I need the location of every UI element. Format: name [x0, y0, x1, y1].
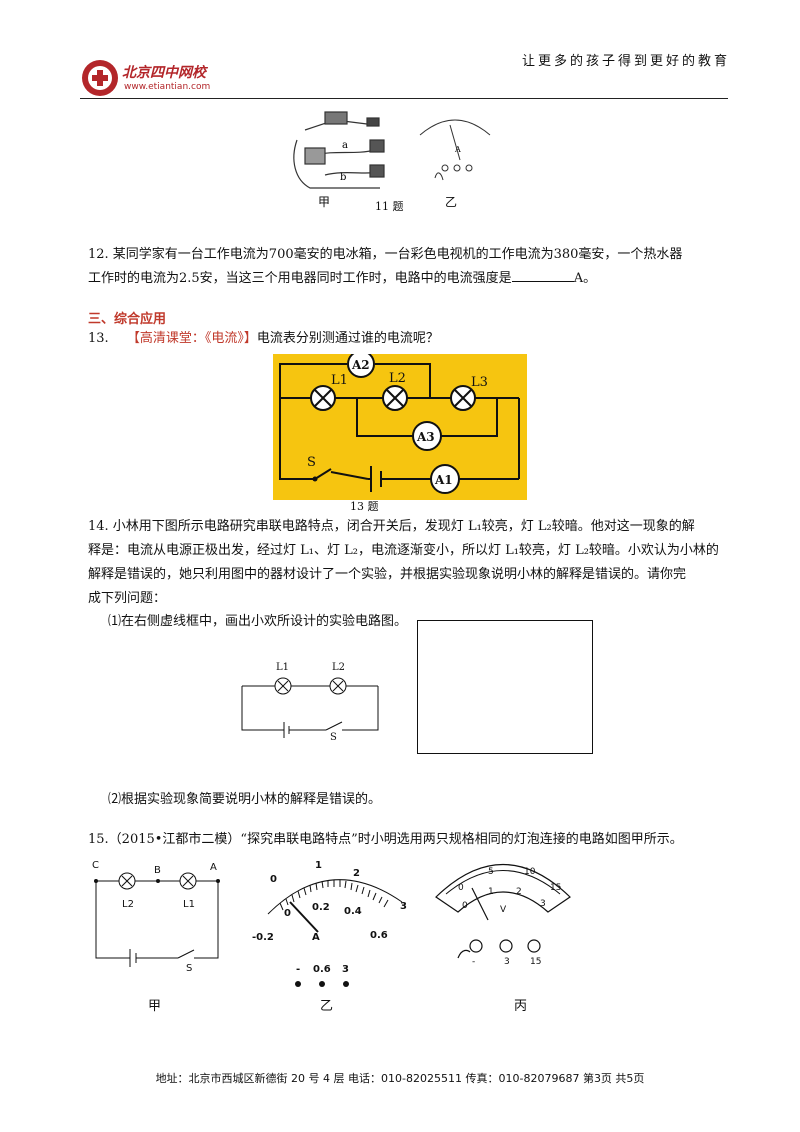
bing-term-neg: -	[472, 957, 475, 967]
fig11-label-yi: 乙	[445, 195, 458, 209]
ammeter-letter: A	[454, 145, 461, 154]
bing-outer-15: 15	[550, 883, 561, 893]
wire-label-a: a	[342, 140, 348, 151]
q12-answer-blank[interactable]	[511, 267, 574, 282]
yi-term-0.6: 0.6	[313, 964, 331, 975]
fig11-label-jia: 甲	[318, 195, 331, 209]
bing-outer-5: 5	[488, 867, 494, 877]
yi-outer-0: 0	[270, 874, 277, 885]
header-slogan: 让更多的孩子得到更好的教育	[521, 54, 730, 69]
bing-term-15: 15	[530, 957, 541, 967]
q14-label-L2: L2	[332, 662, 345, 673]
q15-label-L1: L1	[183, 899, 195, 910]
bing-unit: V	[500, 905, 507, 915]
figure-11-drawing: a b A	[293, 111, 491, 189]
wire-label-b: b	[340, 172, 346, 183]
logo-name: 北京四中网校	[122, 65, 206, 81]
logo-url: www.etiantian.com	[124, 82, 211, 92]
q15-label-S: S	[186, 963, 192, 974]
q13-label-L1: L1	[331, 373, 348, 388]
q14-label-L1: L1	[276, 662, 289, 673]
yi-inner-0.6: 0.6	[370, 930, 388, 941]
q15-label-C: C	[92, 860, 99, 871]
fig13-caption: 13 题	[350, 500, 379, 513]
figure-13: A2 A3 A1 L1 L2 L3 S	[273, 350, 527, 500]
q15-figure-bing: 0 5 10 15 0 1 2 3 V - 3 15	[428, 852, 578, 982]
q13-tag: 【高清课堂：《电流》】	[126, 331, 257, 346]
q13-label-L2: L2	[389, 371, 406, 386]
q15-label-yi: 乙	[320, 999, 334, 1014]
q15-figure-jia: C B A L2 L1 S	[88, 855, 228, 975]
q14-line1: 14. 小林用下图所示电路研究串联电路特点，闭合开关后，发现灯 L₁较亮，灯 L…	[88, 519, 695, 534]
school-logo-icon	[82, 60, 118, 96]
yi-term-3: 3	[342, 964, 349, 975]
q15-label-B: B	[154, 865, 161, 876]
question-14: 14. 小林用下图所示电路研究串联电路特点，闭合开关后，发现灯 L₁较亮，灯 L…	[88, 515, 728, 611]
q14-label-S: S	[330, 732, 337, 742]
bing-term-3: 3	[504, 957, 510, 967]
q14-line2: 释是：电流从电源正极出发，经过灯 L₁、灯 L₂，电流逐渐变小，所以灯 L₁较亮…	[88, 543, 719, 558]
header-divider	[80, 98, 728, 99]
q13-label-A3: A3	[416, 430, 435, 444]
bing-inner-2: 2	[516, 887, 522, 897]
q14-answer-box[interactable]	[417, 620, 593, 754]
yi-outer-2: 2	[353, 868, 360, 879]
q15-figure-yi: 0 1 2 3 -0.2 0 0.2 0.4 0.6 A - 0.6 3	[240, 852, 420, 992]
bing-outer-0: 0	[458, 883, 464, 893]
figure-13-circuit: A2 A3 A1 L1 L2 L3 S	[279, 350, 520, 494]
figure-11: a b A 甲 11 题 乙	[285, 100, 505, 220]
yi-outer-3: 3	[400, 901, 407, 912]
q15-label-L2: L2	[122, 899, 134, 910]
bing-outer-10: 10	[524, 867, 536, 877]
yi-inner-neg0.2: -0.2	[252, 932, 274, 943]
bing-inner-0: 0	[462, 901, 468, 911]
yi-unit: A	[312, 932, 320, 943]
q13-label-A1: A1	[434, 473, 453, 487]
page-footer: 地址：北京市西城区新德街 20 号 4 层 电话：010-82025511 传真…	[155, 1072, 645, 1085]
bing-inner-3: 3	[540, 899, 546, 909]
yi-inner-0.4: 0.4	[344, 906, 362, 917]
yi-inner-0: 0	[284, 908, 291, 919]
q15-label-A: A	[210, 862, 217, 873]
figure-14-circuit: L1 L2 S	[238, 660, 383, 743]
q12-line1: 12. 某同学家有一台工作电流为700毫安的电冰箱，一台彩色电视机的工作电流为3…	[88, 247, 683, 262]
q13-num: 13.	[88, 331, 109, 346]
question-13: 13. 【高清课堂：《电流》】电流表分别测通过谁的电流呢？	[88, 327, 439, 351]
q14-sub1: ⑴在右侧虚线框中，画出小欢所设计的实验电路图。	[108, 614, 408, 629]
q14-line4: 成下列问题：	[88, 591, 167, 606]
question-15: 15.（2015•江都市二模）“探究串联电路特点”时小明选用两只规格相同的灯泡连…	[88, 832, 683, 847]
yi-outer-1: 1	[315, 860, 322, 871]
section-3-title: 三、综合应用	[88, 312, 167, 327]
q13-label-S: S	[307, 455, 316, 470]
fig11-caption: 11 题	[375, 200, 404, 213]
header: 北京四中网校 www.etiantian.com 让更多的孩子得到更好的教育	[0, 0, 800, 100]
question-12: 12. 某同学家有一台工作电流为700毫安的电冰箱，一台彩色电视机的工作电流为3…	[88, 243, 728, 291]
q13-label-L3: L3	[471, 375, 488, 390]
q14-sub2: ⑵根据实验现象简要说明小林的解释是错误的。	[108, 792, 382, 807]
q13-text: 电流表分别测通过谁的电流呢？	[256, 331, 439, 346]
yi-term-neg: -	[296, 964, 300, 975]
q14-line3: 解释是错误的，她只利用图中的器材设计了一个实验，并根据实验现象说明小林的解释是错…	[88, 567, 687, 582]
yi-inner-0.2: 0.2	[312, 902, 330, 913]
q15-label-bing: 丙	[514, 999, 528, 1014]
bing-inner-1: 1	[488, 887, 494, 897]
q13-label-A2: A2	[351, 358, 370, 372]
q15-label-jia: 甲	[148, 999, 162, 1014]
